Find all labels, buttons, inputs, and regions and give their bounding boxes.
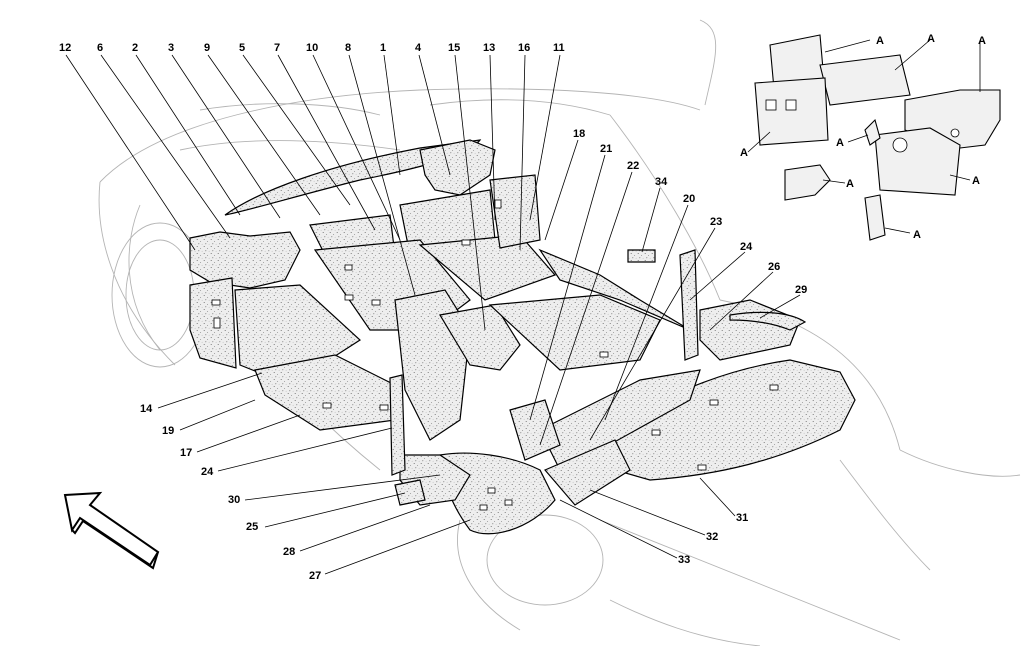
- callout-13: 13: [483, 42, 495, 54]
- inset-label-a: A: [836, 137, 844, 149]
- callout-labels-right: 18 21 22 34 20 23 24 26 29: [573, 128, 807, 296]
- callout-6: 6: [97, 42, 103, 54]
- inset-label-a: A: [927, 33, 935, 45]
- callout-29: 29: [795, 284, 807, 296]
- callout-8: 8: [345, 42, 351, 54]
- callout-labels-left: 14 19 17 24 30 25 28 27: [140, 403, 321, 582]
- inset-label-a: A: [876, 35, 884, 47]
- callout-22: 22: [627, 160, 639, 172]
- insulation-panels: [189, 139, 856, 535]
- callout-18: 18: [573, 128, 585, 140]
- inset-parts-a: [754, 34, 1001, 241]
- callout-1: 1: [380, 42, 386, 54]
- callout-19: 19: [162, 425, 174, 437]
- callout-9: 9: [204, 42, 210, 54]
- direction-arrow: [63, 491, 160, 570]
- callout-2: 2: [132, 42, 138, 54]
- callout-labels-top: 12 6 2 3 9 5 7 10 8 1 4 15 13 16 11: [59, 42, 565, 54]
- callout-27: 27: [309, 570, 321, 582]
- callout-5: 5: [239, 42, 245, 54]
- callout-30: 30: [228, 494, 240, 506]
- callout-24-right: 24: [740, 241, 753, 253]
- callout-33: 33: [678, 554, 690, 566]
- callout-3: 3: [168, 42, 174, 54]
- callout-10: 10: [306, 42, 318, 54]
- inset-label-a: A: [972, 175, 980, 187]
- callout-32: 32: [706, 531, 718, 543]
- callout-23: 23: [710, 216, 722, 228]
- callout-labels-bottom-right: 32 31 33: [678, 512, 748, 566]
- callout-11: 11: [553, 42, 565, 54]
- callout-4: 4: [415, 42, 422, 54]
- callout-17: 17: [180, 447, 192, 459]
- callout-28: 28: [283, 546, 295, 558]
- inset-label-a: A: [740, 147, 748, 159]
- callout-26: 26: [768, 261, 780, 273]
- callout-14: 14: [140, 403, 153, 415]
- callout-24-left: 24: [201, 466, 214, 478]
- callout-21: 21: [600, 143, 612, 155]
- inset-label-a: A: [913, 229, 921, 241]
- callout-15: 15: [448, 42, 460, 54]
- inset-label-a: A: [846, 178, 854, 190]
- panel-holes: [211, 199, 779, 511]
- callout-34: 34: [655, 176, 668, 188]
- callout-12: 12: [59, 42, 71, 54]
- callout-31: 31: [736, 512, 748, 524]
- callout-25: 25: [246, 521, 258, 533]
- inset-labels: A A A A A A A A: [740, 33, 986, 241]
- callout-20: 20: [683, 193, 695, 205]
- inset-label-a: A: [978, 35, 986, 47]
- leader-lines: [65, 39, 981, 575]
- callout-7: 7: [274, 42, 280, 54]
- callout-16: 16: [518, 42, 530, 54]
